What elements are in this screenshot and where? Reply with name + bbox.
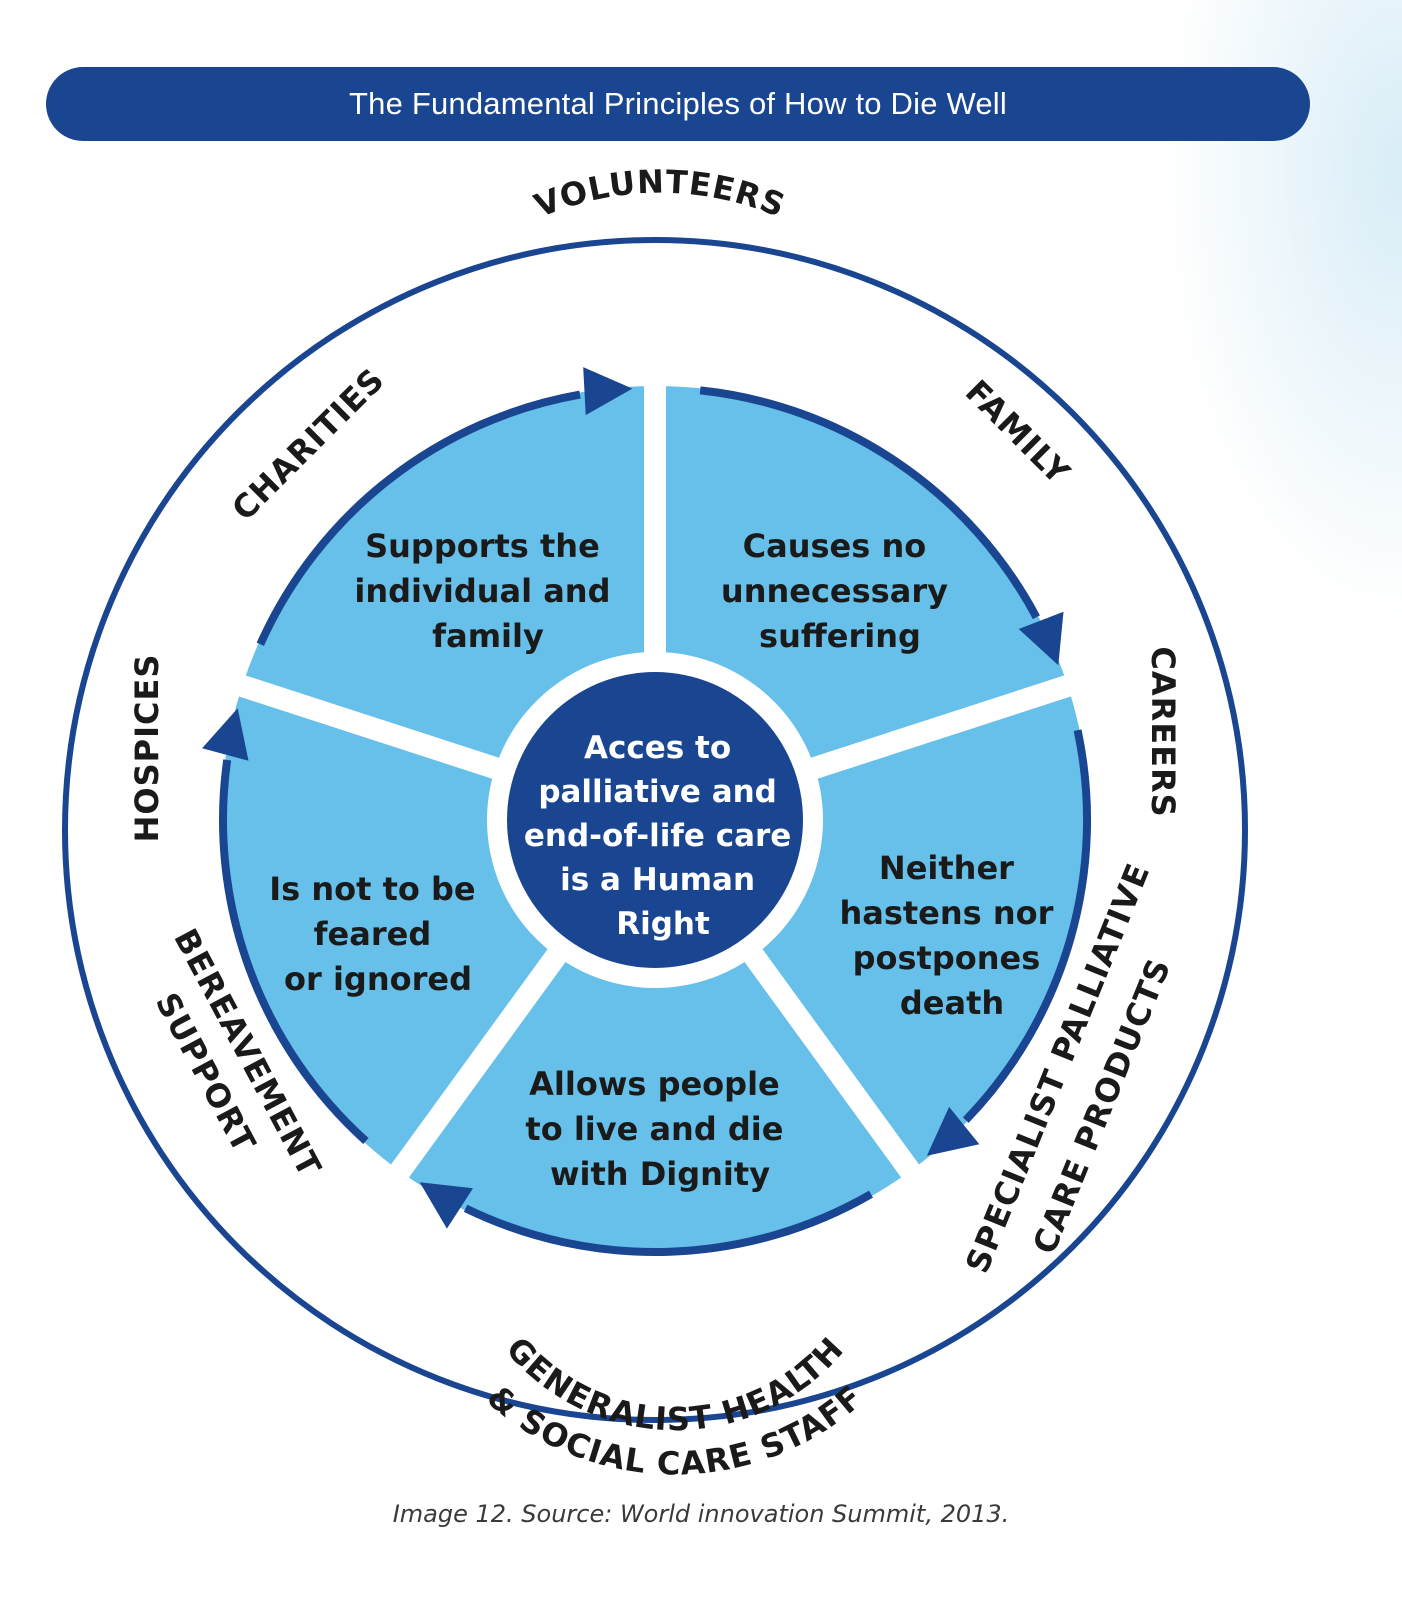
ring-label-family: FAMILY bbox=[958, 372, 1078, 492]
segment-label-not-feared: Is not to be feared or ignored bbox=[269, 870, 486, 998]
outer-ring bbox=[62, 237, 1248, 1423]
image-caption: Image 12. Source: World innovation Summi… bbox=[392, 1500, 1010, 1528]
ring-label-careers: CAREERS bbox=[1144, 646, 1182, 817]
ring-label-hospices: HOSPICES bbox=[128, 654, 166, 843]
arc-arrow-left-head bbox=[202, 708, 249, 761]
arc-arrow-upper-left-head bbox=[583, 367, 633, 416]
arc-arrow-right bbox=[962, 729, 1091, 1123]
hub-line: Right bbox=[616, 906, 710, 942]
segment-label-neither-hastens: Neither hastens nor postpones death bbox=[839, 849, 1064, 1022]
title-bar: The Fundamental Principles of How to Die… bbox=[46, 67, 1310, 141]
arc-arrow-upper-right-head bbox=[1018, 611, 1064, 666]
hub-line: Acces to bbox=[584, 730, 731, 766]
arc-arrow-left bbox=[219, 759, 369, 1144]
segment-label-dignity: Allows people to live and die with Digni… bbox=[525, 1065, 794, 1193]
hub-line: end-of-life care bbox=[524, 818, 791, 854]
segment-label-supports: Supports the individual and family bbox=[354, 527, 621, 655]
segment-label-no-suffering: Causes no unnecessary suffering bbox=[721, 527, 959, 655]
hub-label: Acces to palliative and end-of-life care… bbox=[524, 730, 802, 942]
page-title: The Fundamental Principles of How to Die… bbox=[349, 86, 1007, 121]
hub-line: is a Human bbox=[560, 862, 755, 898]
arc-arrow-bottom-head bbox=[419, 1182, 473, 1229]
arc-arrow-upper-left bbox=[256, 390, 581, 646]
arc-arrow-upper-right bbox=[699, 386, 1040, 620]
arc-arrow-right-head bbox=[926, 1106, 980, 1156]
hub-line: palliative and bbox=[538, 774, 777, 810]
arc-arrow-bottom bbox=[463, 1190, 873, 1256]
ring-label-volunteers: VOLUNTEERS bbox=[529, 163, 791, 225]
hub-circle bbox=[507, 672, 803, 968]
